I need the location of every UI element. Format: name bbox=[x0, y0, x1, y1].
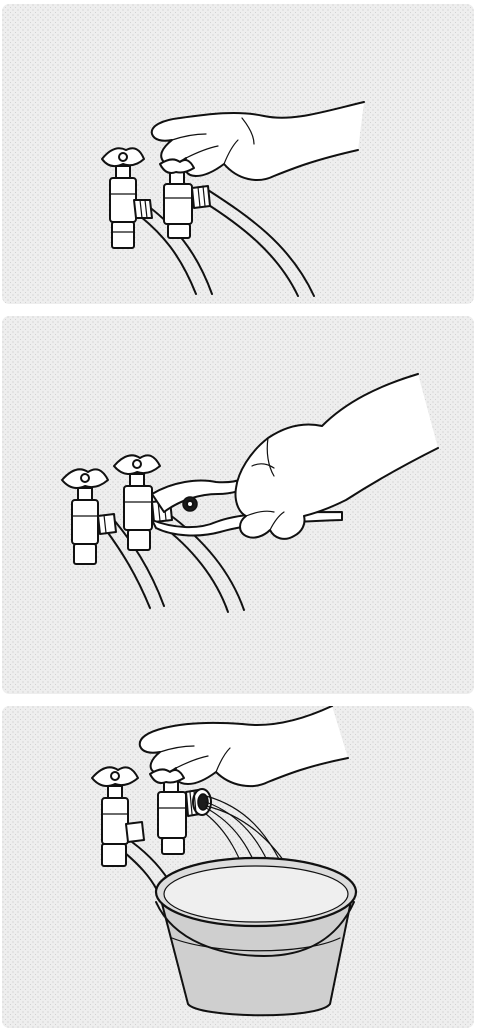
tap-handle-right bbox=[160, 159, 194, 173]
hose-fitting-right bbox=[192, 186, 210, 208]
tap-base-right bbox=[162, 838, 184, 854]
tap-base-right bbox=[128, 530, 150, 550]
bucket-water bbox=[164, 866, 348, 922]
panel-turn-off-tap bbox=[2, 4, 474, 304]
tap-base-left bbox=[102, 844, 126, 866]
panel-2-drawing bbox=[2, 316, 474, 694]
tap-handle-right bbox=[150, 769, 184, 783]
tap-body-right bbox=[124, 486, 152, 530]
tap-body-left bbox=[110, 178, 136, 222]
panel-3-drawing bbox=[2, 706, 474, 1028]
tap-spindle-left bbox=[116, 166, 130, 178]
tap-body-right bbox=[158, 792, 186, 838]
tap-body-right bbox=[164, 184, 192, 224]
panel-unscrew-hose bbox=[2, 316, 474, 694]
hose-fitting-left bbox=[134, 200, 152, 218]
hose-fitting-left bbox=[126, 822, 144, 842]
bucket bbox=[156, 858, 356, 1015]
tap-spindle-right bbox=[130, 474, 144, 486]
tap-body-left bbox=[72, 500, 98, 544]
tap-body-left bbox=[102, 798, 128, 844]
tap-base-right bbox=[168, 224, 190, 238]
panel-drain-water bbox=[2, 706, 474, 1028]
panel-1-drawing bbox=[2, 4, 474, 304]
tap-spindle-left bbox=[78, 488, 92, 500]
tap-base-left bbox=[112, 222, 134, 248]
hose-fitting-left bbox=[98, 514, 116, 534]
tap-spindle-left bbox=[108, 786, 122, 798]
tap-base-left bbox=[74, 544, 96, 564]
